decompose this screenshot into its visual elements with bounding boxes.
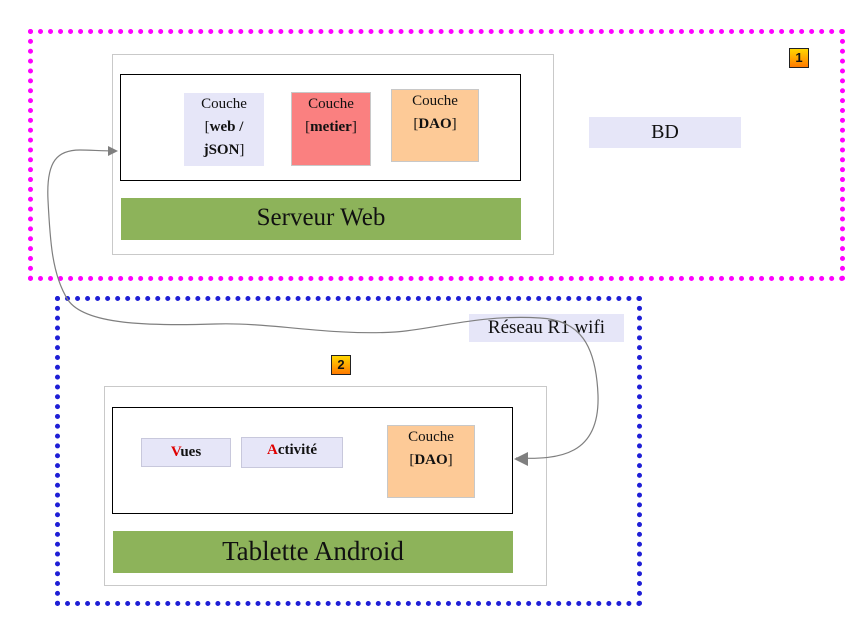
connector-arrow-tablet xyxy=(514,452,528,466)
zone-2-badge: 2 xyxy=(331,355,351,375)
layer-web-title: Couche xyxy=(201,96,247,112)
layer-metier: Couche [metier] xyxy=(291,92,371,166)
layer-dao-tablet-title: Couche xyxy=(408,429,454,445)
database-box: BD xyxy=(589,117,741,148)
layer-dao-tablet: Couche [DAO] xyxy=(387,425,475,498)
layer-web-json: Couche [web / jSON] xyxy=(184,93,264,166)
layer-metier-title: Couche xyxy=(308,96,354,112)
activite-box: Activité xyxy=(241,437,343,468)
layer-dao-server-name: [DAO] xyxy=(413,116,457,132)
layer-web-name-line2: jSON] xyxy=(203,142,245,158)
server-label-bar: Serveur Web xyxy=(121,198,521,240)
layer-dao-server-title: Couche xyxy=(412,93,458,109)
server-zone xyxy=(28,29,845,281)
tablet-label-bar: Tablette Android xyxy=(113,531,513,573)
layer-dao-tablet-name: [DAO] xyxy=(409,452,453,468)
connector-curve xyxy=(47,145,599,459)
tablet-zone xyxy=(55,296,642,606)
vues-box: Vues xyxy=(141,438,231,467)
zone-1-badge: 1 xyxy=(789,48,809,68)
layer-dao-server: Couche [DAO] xyxy=(391,89,479,162)
layer-metier-name: [metier] xyxy=(305,119,357,135)
layer-web-name-line1: [web / xyxy=(204,119,244,135)
